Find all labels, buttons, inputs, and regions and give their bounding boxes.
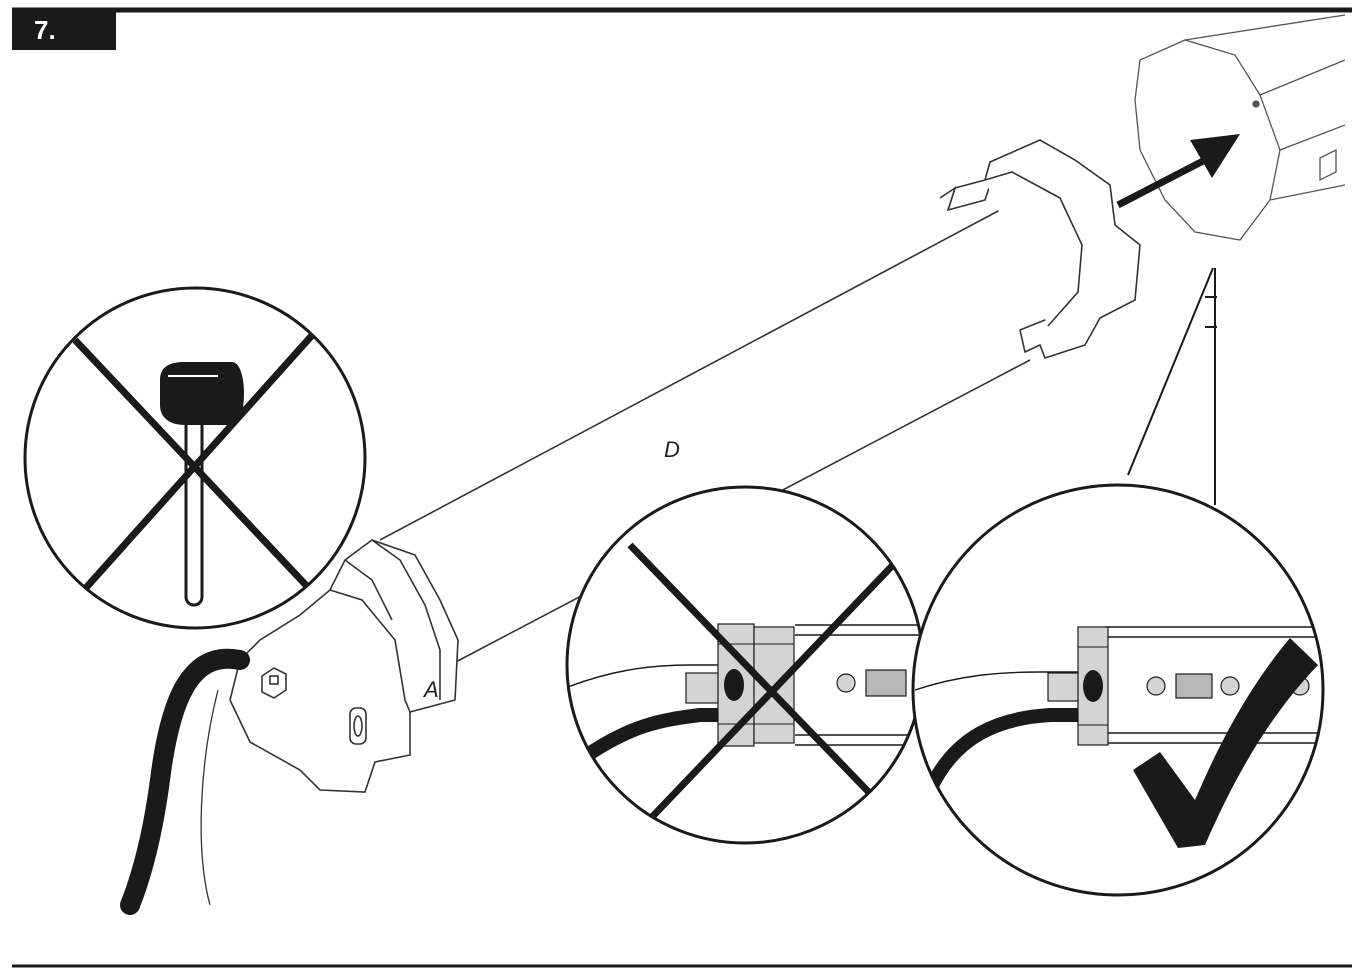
no-hammer-callout — [23, 286, 367, 630]
adapter-ring — [939, 139, 1141, 359]
no-hammer-icon — [160, 362, 244, 607]
motor-head-label: A — [422, 677, 439, 702]
motor-cable — [120, 648, 250, 915]
motor-head — [229, 539, 459, 793]
drive-wheel — [1134, 14, 1346, 241]
direction-arrow-icon — [1116, 134, 1240, 209]
step-number-badge: 7. — [12, 10, 116, 50]
incorrect-callout — [565, 485, 925, 845]
correct-callout — [911, 483, 1325, 897]
callout-lines — [1127, 267, 1217, 505]
cross-mark — [72, 337, 323, 603]
tube-label: D — [664, 437, 680, 462]
cross-mark — [72, 329, 318, 603]
incorrect-icon — [627, 542, 918, 843]
correct-icon — [1133, 638, 1318, 848]
